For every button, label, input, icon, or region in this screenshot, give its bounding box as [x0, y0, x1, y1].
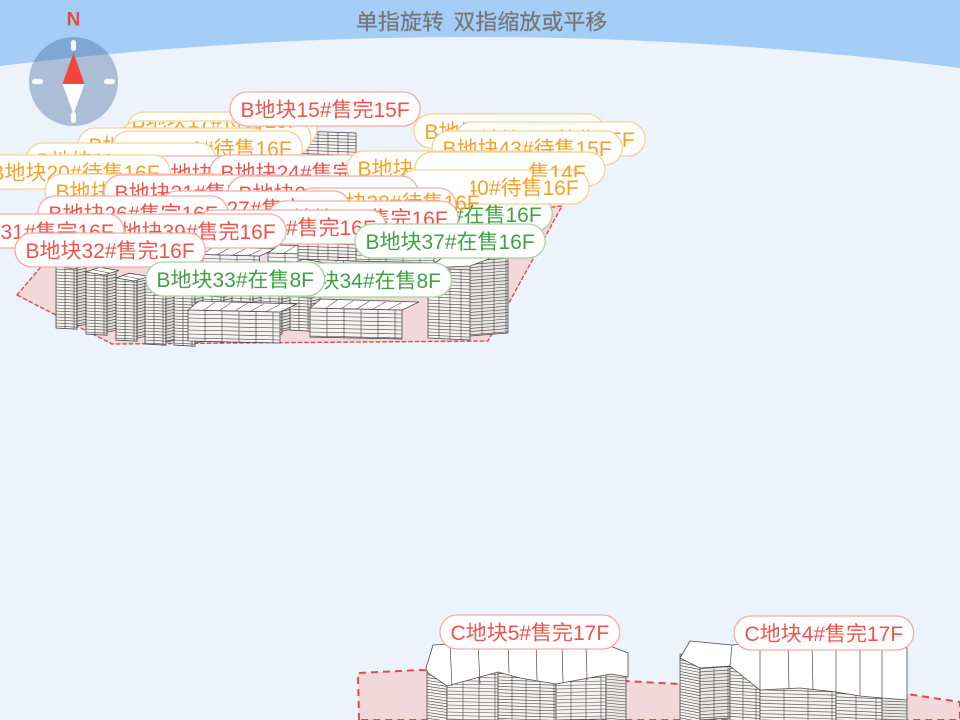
svg-text:C: C	[745, 623, 760, 646]
svg-text:40#: 40#	[466, 177, 501, 200]
svg-text:16F: 16F	[499, 231, 535, 254]
svg-text:32#: 32#	[82, 240, 117, 263]
svg-text:B: B	[157, 269, 171, 292]
svg-text:17F: 17F	[867, 623, 903, 646]
svg-text:16F: 16F	[159, 240, 195, 263]
svg-text:5#: 5#	[508, 622, 532, 645]
svg-text:B: B	[241, 99, 255, 122]
svg-text:B: B	[358, 158, 372, 181]
svg-text:17F: 17F	[573, 622, 609, 645]
svg-text:15#: 15#	[297, 99, 332, 122]
svg-text:B: B	[366, 231, 380, 254]
svg-text:37#: 37#	[422, 231, 457, 254]
svg-text:15F: 15F	[374, 99, 410, 122]
svg-text:15F: 15F	[265, 110, 301, 133]
svg-text:4#: 4#	[802, 623, 826, 646]
svg-text:B: B	[0, 162, 5, 185]
svg-text:8F: 8F	[290, 269, 315, 292]
svg-text:N: N	[67, 10, 81, 31]
svg-text:C: C	[451, 622, 466, 645]
svg-text:B: B	[26, 240, 40, 263]
svg-text:33#: 33#	[213, 269, 248, 292]
svg-text:16F: 16F	[240, 221, 276, 244]
svg-text:16F: 16F	[506, 204, 542, 227]
svg-text:16F: 16F	[543, 177, 579, 200]
svg-text:14F: 14F	[550, 162, 586, 185]
svg-text:34#: 34#	[340, 270, 375, 293]
svg-text:8F: 8F	[417, 270, 442, 293]
